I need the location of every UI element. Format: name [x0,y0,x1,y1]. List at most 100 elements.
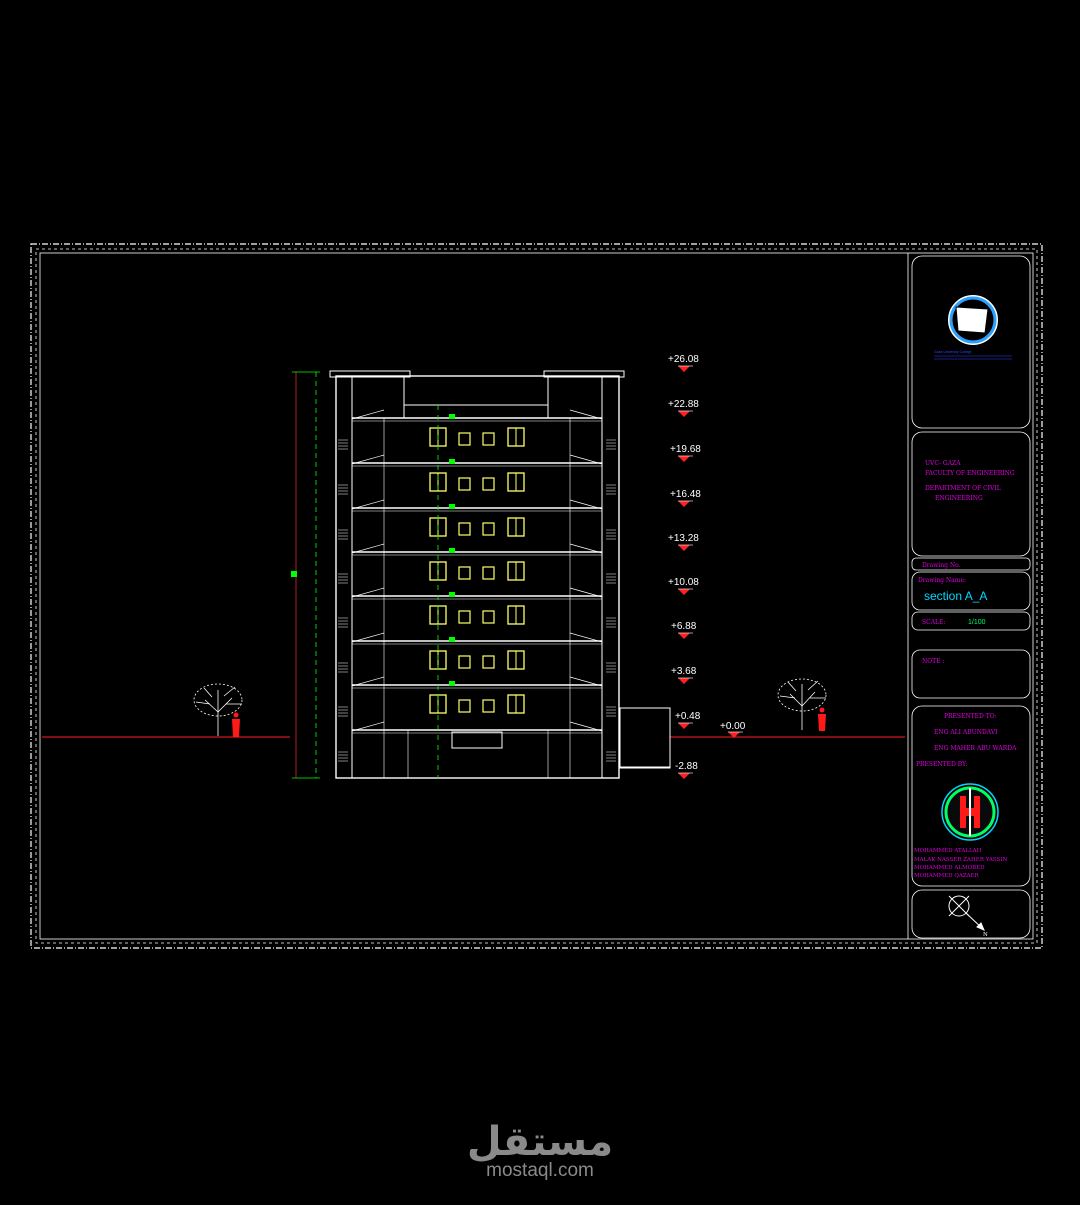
level-mark: +13.28 [668,533,699,551]
stair-treads-right [606,706,616,717]
tree-right [777,678,827,730]
institution-line-1: UVC- GAZA [925,460,961,467]
level-label: -2.88 [675,761,698,772]
scale-panel [911,611,1031,631]
level-label: +0.48 [675,711,701,722]
beam-marker [449,504,455,509]
presented-by-line-1: MOHAMMED ATALLAH [914,848,982,854]
stair-flight-right [569,543,603,554]
drawing-name-value: section A_A [924,589,987,603]
drawing-no-label: Drawing No. [922,562,961,569]
level-mark: +0.00 [720,721,746,738]
logo-panel [911,255,1031,429]
stair-treads-left [338,439,348,450]
tree-left [193,683,243,736]
level-mark: +6.88 [671,621,697,639]
beam-marker [449,414,455,419]
stair-flight-left [351,543,385,554]
mostaql-watermark: مستقل mostaql.com [467,1119,613,1181]
level-annotations: +26.08 +22.88 +19.68 +16.48 +13.28 +10.0… [668,354,746,779]
presented-by-label: PRESENTED BY: [916,761,967,768]
window-small [458,566,471,580]
stair-treads-left [338,706,348,717]
stair-flight-left [351,409,385,420]
level-mark: +16.48 [670,489,701,507]
beam-marker [449,681,455,686]
stair-flight-left [351,499,385,510]
window-small [482,610,495,624]
level-mark: +10.08 [668,577,699,595]
parapet-left [329,370,411,378]
entrance-door [451,731,503,749]
institution-line-3: DEPARTMENT OF CIVIL [925,485,1001,492]
stair-treads-right [606,751,616,762]
sheet-outer-border [30,243,1043,949]
drawing-name-panel [911,571,1031,611]
level-label: +0.00 [720,721,746,732]
stair-treads-right [606,617,616,628]
presented-to-label: PRESENTED TO: [944,713,997,720]
institution-line-4: ENGINEERING [935,495,983,502]
window-small [458,432,471,446]
level-label: +3.68 [671,666,697,677]
stair-treads-left [338,573,348,584]
window-small [458,610,471,624]
level-label: +22.88 [668,399,699,410]
institution-panel [911,431,1031,557]
level-mark: +22.88 [668,399,699,417]
stair-treads-right [606,529,616,540]
university-logo [948,295,998,345]
watermark-latin: mostaql.com [486,1160,594,1181]
level-label: +13.28 [668,533,699,544]
title-block [911,255,1031,939]
sheet-frame [39,252,1034,940]
level-label: +16.48 [670,489,701,500]
stair-flight-left [351,676,385,687]
presenters-panel [911,705,1031,887]
stair-flight-left [351,632,385,643]
level-mark: +19.68 [670,444,701,462]
stair-treads-left [338,662,348,673]
presented-by-line-3: MOHAMMED ALMOBED [914,865,985,871]
drawing-no-panel [911,557,1031,571]
building-section [329,370,671,779]
faculty-emblem [941,783,999,841]
scale-label: SCALE: [922,619,945,626]
stair-treads-left [338,484,348,495]
presented-to-line-1: ENG ALI ABUNDAVI [934,729,998,736]
stair-treads-right [606,439,616,450]
person-figure-right [818,707,826,731]
presented-by-line-2: MALAK NASSER ZAHER YASSIN [914,857,1007,863]
note-label: NOTE : [922,658,944,665]
person-figure-left [232,712,240,737]
annex-basement [619,707,671,769]
stair-treads-right [606,484,616,495]
window-small [458,522,471,536]
window-small [458,655,471,669]
stair-flight-right [569,721,603,732]
stair-flight-left [351,454,385,465]
window-small [482,522,495,536]
stair-flight-left [351,587,385,598]
level-label: +10.08 [668,577,699,588]
level-label: +6.88 [671,621,697,632]
stair-flight-right [569,409,603,420]
stair-flight-left [351,721,385,732]
level-mark: +26.08 [668,354,699,372]
north-arrow-panel [911,889,1031,939]
stair-flight-right [569,499,603,510]
stair-flight-right [569,632,603,643]
level-mark: +0.48 [675,711,701,729]
stair-flight-right [569,454,603,465]
level-label: +26.08 [668,354,699,365]
drawing-name-label: Drawing Name: [918,577,966,584]
window-small [458,477,471,491]
logo-caption: Gaza University College [934,350,972,354]
note-panel [911,649,1031,699]
sheet-inner-dashed-border [35,248,1038,944]
beam-marker [449,548,455,553]
north-label: N [983,932,988,938]
presented-by-line-4: MOHAMMED QAZAER [914,873,980,879]
